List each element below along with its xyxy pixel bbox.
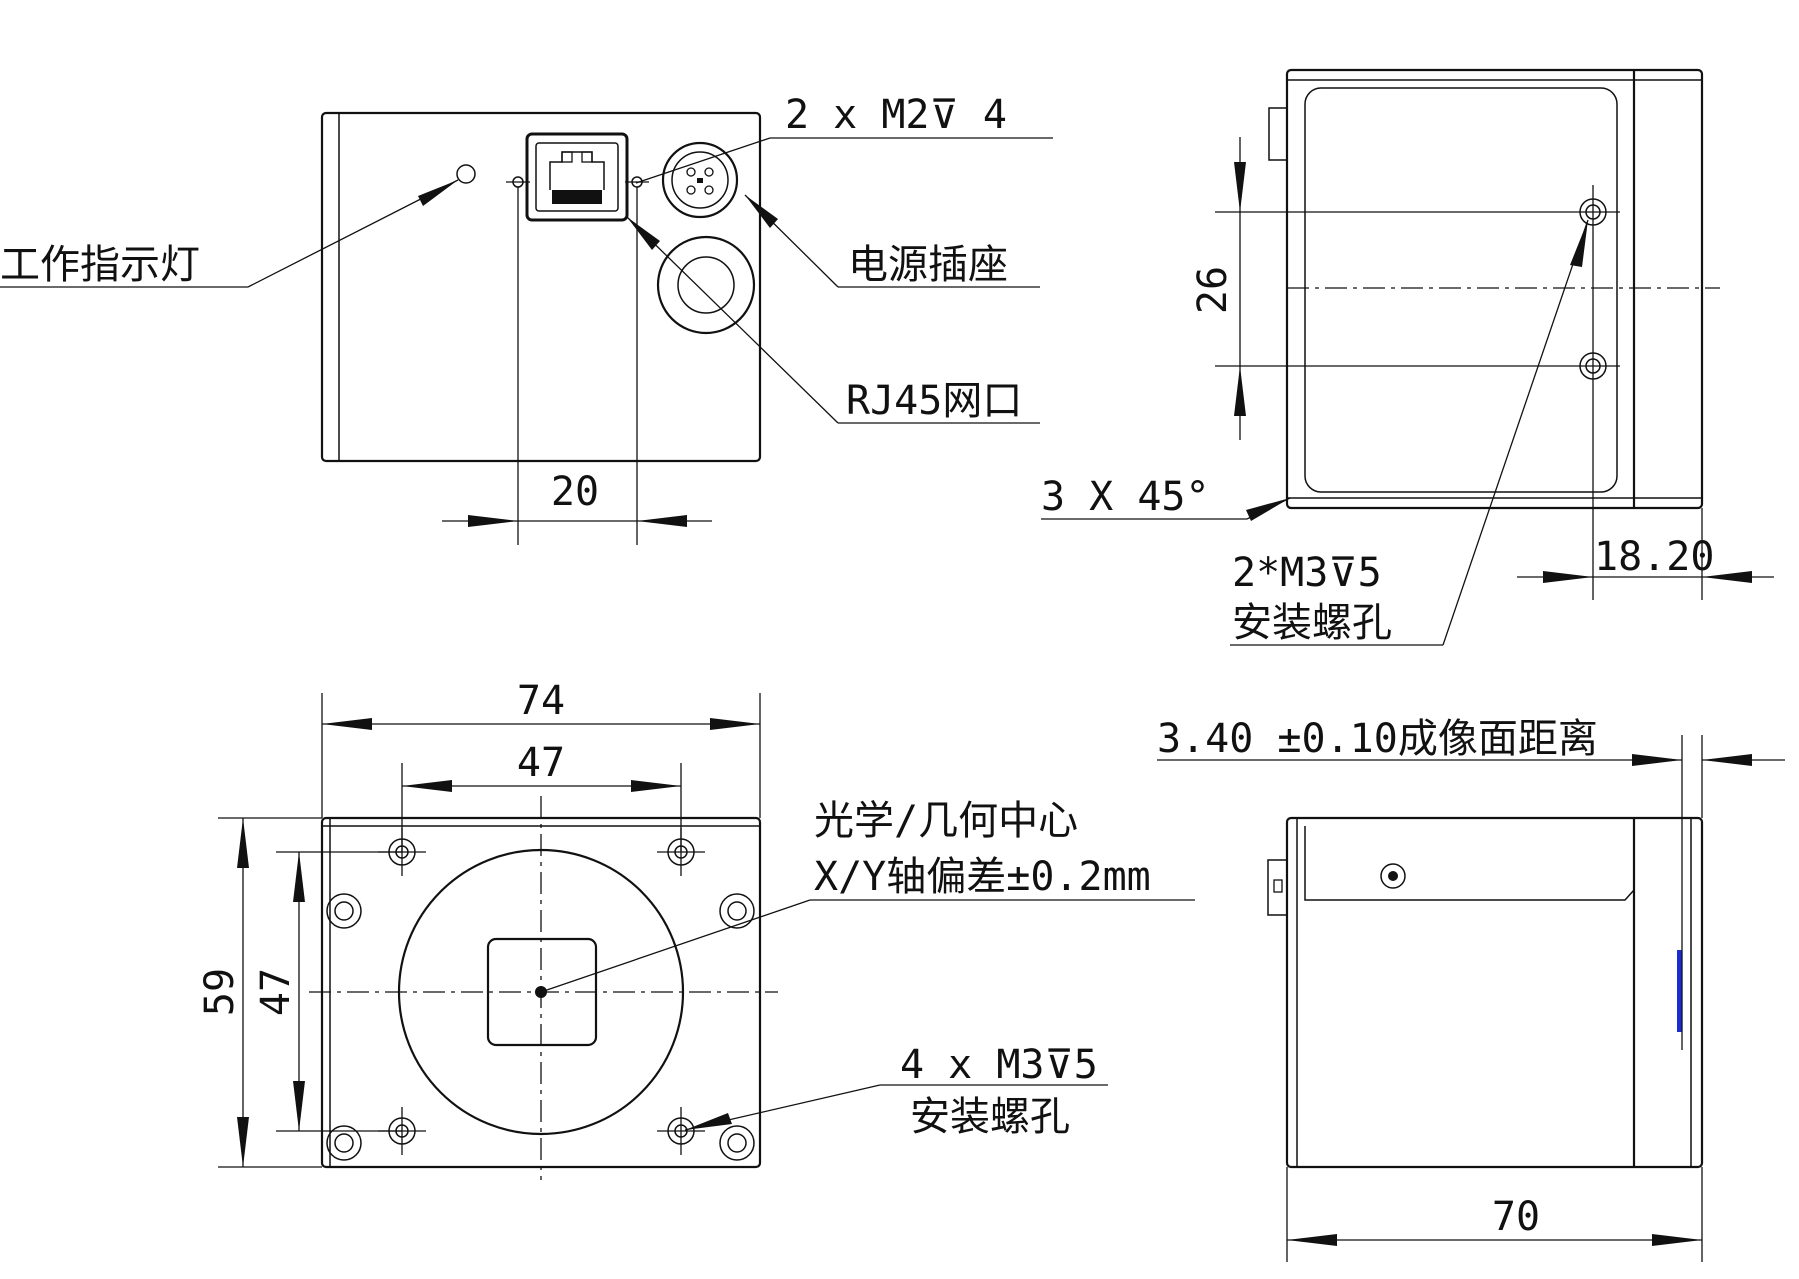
top-view-body [1285, 816, 1704, 1169]
status-led-icon [456, 164, 476, 184]
dim-side-offset: 18.20 [1594, 534, 1714, 580]
indicator-bar [1677, 950, 1682, 1032]
label-side-holes-line2: 安装螺孔 [1232, 600, 1392, 646]
dim-front-width: 74 [517, 678, 565, 724]
label-optical-center-line1: 光学/几何中心 [814, 798, 1078, 844]
label-back-screw-holes: 2 x M2⊽ 4 [785, 92, 1007, 138]
label-optical-center-line2: X/Y轴偏差±0.2mm [814, 854, 1151, 900]
screw-hole-icon [657, 1107, 705, 1155]
label-front-holes-line1: 4 x M3⊽5 [900, 1042, 1098, 1088]
rj45-port-icon [525, 132, 629, 222]
lens-mount-icon [656, 235, 756, 335]
label-status-led: 工作指示灯 [0, 242, 200, 288]
screw-hole-icon [326, 1125, 362, 1161]
dim-side-holes-spacing: 26 [1190, 266, 1236, 314]
label-chamfer: 3 X 45° [1041, 474, 1210, 520]
dim-front-height: 59 [197, 968, 243, 1016]
dim-back-holes-spacing: 20 [551, 469, 599, 515]
screw-hole-icon [719, 1125, 755, 1161]
dim-front-inner-height: 47 [253, 968, 299, 1016]
label-rj45: RJ45网口 [846, 378, 1022, 424]
top-connector [1267, 859, 1288, 916]
label-front-holes-line2: 安装螺孔 [910, 1094, 1070, 1140]
screw-hole-icon [1380, 863, 1406, 889]
side-view: 26 3 X 45° 18.20 2*M3⊽5 安装螺孔 [1041, 68, 1774, 646]
label-power-socket: 电源插座 [848, 242, 1008, 288]
side-view-body [1285, 68, 1704, 510]
side-connector [1268, 107, 1288, 161]
back-view-body [320, 111, 762, 463]
front-view: 74 47 59 47 光学/几何中心 X/Y轴偏差±0.2mm 4 x M3⊽… [197, 678, 1195, 1180]
back-view: 20 工作指示灯 2 x M2⊽ 4 电源插座 RJ45网口 [0, 92, 1053, 545]
power-socket-icon [661, 141, 739, 219]
screw-hole-icon [719, 893, 755, 929]
dim-body-length: 70 [1492, 1194, 1540, 1240]
label-image-plane: 3.40 ±0.10成像面距离 [1157, 716, 1598, 762]
top-view: 3.40 ±0.10成像面距离 70 [1157, 716, 1785, 1262]
label-side-holes-line1: 2*M3⊽5 [1232, 550, 1382, 596]
screw-hole-icon [326, 893, 362, 929]
dim-front-inner-width: 47 [517, 740, 565, 786]
screw-hole-icon [1388, 871, 1398, 881]
